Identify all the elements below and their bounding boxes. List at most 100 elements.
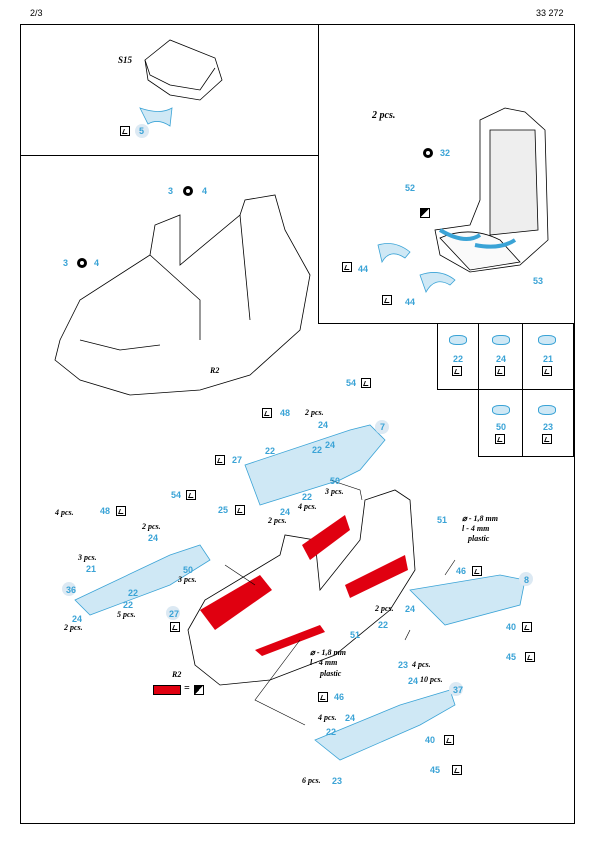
divider-horizontal-top — [20, 155, 318, 156]
bend-symbol — [170, 622, 180, 632]
circle-bg — [449, 682, 463, 696]
part-number: 7 — [380, 422, 386, 432]
leader-lines — [224, 479, 456, 726]
part-number: 22 — [123, 600, 134, 610]
part-number: 22 — [312, 445, 323, 455]
quantity-label: 2 pcs. — [142, 522, 161, 531]
part-number: 50 — [183, 565, 194, 575]
fold-symbol — [77, 258, 87, 268]
part-icon — [492, 335, 510, 345]
seat-belt — [474, 238, 517, 249]
circle-bg — [166, 606, 180, 620]
pe-panel-37 — [314, 689, 456, 761]
part-44-drawing — [377, 243, 411, 264]
grid-part-number: 50 — [496, 422, 507, 432]
grid-part-number: 24 — [496, 354, 507, 364]
bend-symbol — [361, 378, 371, 388]
part-icon — [449, 335, 467, 345]
bend-symbol — [444, 735, 454, 745]
pe-panel-7 — [244, 424, 386, 506]
cockpit-tub-upper — [54, 194, 311, 396]
part-number: 53 — [533, 276, 544, 286]
part-number: 23 — [332, 776, 343, 786]
part-number: 45 — [430, 765, 441, 775]
part-number: 24 — [325, 440, 336, 450]
quantity-label: 3 pcs. — [78, 553, 97, 562]
part-number: 22 — [302, 492, 313, 502]
bend-symbol — [522, 622, 532, 632]
bend-symbol — [120, 126, 130, 136]
legend-label: R2 — [172, 670, 182, 679]
bend-symbol — [318, 692, 328, 702]
part-number: 3 — [168, 186, 174, 196]
quantity-label: 2 pcs. — [64, 623, 83, 632]
divider-vertical — [318, 24, 319, 324]
wire-diameter: ⌀ - 1,8 mm — [462, 514, 498, 523]
wire-diameter: ⌀ - 1,8 mm — [310, 648, 346, 657]
s15-part — [144, 39, 223, 101]
quantity-label: 2 pcs. — [372, 110, 396, 121]
part-icon — [538, 405, 556, 415]
part-number: 22 — [265, 446, 276, 456]
grid-line — [522, 323, 523, 457]
bend-symbol — [495, 366, 505, 376]
part-number: 51 — [437, 515, 448, 525]
ejection-seat — [434, 107, 549, 273]
circle-bg — [135, 124, 149, 138]
part-number: 45 — [506, 652, 517, 662]
part-number: 21 — [86, 564, 97, 574]
part-number: 8 — [524, 575, 530, 585]
quantity-label: 2 pcs. — [268, 516, 287, 525]
quantity-label: 10 pcs. — [420, 675, 443, 684]
quantity-label: 2 pcs. — [305, 408, 324, 417]
seat-belt — [438, 228, 482, 241]
pe-panel-8 — [409, 574, 526, 626]
bend-symbol — [235, 505, 245, 515]
quantity-label: 4 pcs. — [412, 660, 431, 669]
part-number: 54 — [346, 378, 357, 388]
part-number: 4 — [94, 258, 100, 268]
part-44-drawing — [419, 272, 456, 293]
part-number: 22 — [128, 588, 139, 598]
quantity-label: 2 pcs. — [375, 604, 394, 613]
part-number: 5 — [139, 126, 145, 136]
part-label-r2: R2 — [210, 366, 220, 375]
wire-material: plastic — [320, 669, 342, 678]
legend-equals: = — [184, 683, 190, 694]
part-number: 24 — [148, 533, 159, 543]
bend-symbol — [495, 434, 505, 444]
part-5-drawing — [139, 107, 173, 127]
part-number: 24 — [405, 604, 416, 614]
bend-symbol — [542, 434, 552, 444]
part-number: 22 — [326, 727, 337, 737]
parts-grid-row2 — [478, 389, 574, 457]
quantity-label: 4 pcs. — [55, 508, 74, 517]
part-number: 40 — [506, 622, 517, 632]
wire-length: l - 4 mm — [462, 524, 490, 533]
part-number: 50 — [330, 476, 341, 486]
quantity-label: 3 pcs. — [178, 575, 197, 584]
part-number: 52 — [405, 183, 416, 193]
grid-part-number: 21 — [543, 354, 554, 364]
part-number: 24 — [72, 614, 83, 624]
bend-symbol — [116, 506, 126, 516]
part-number: 24 — [345, 713, 356, 723]
bend-symbol — [542, 366, 552, 376]
part-number: 3 — [63, 258, 69, 268]
part-number: 24 — [318, 420, 329, 430]
quantity-label: 6 pcs. — [302, 776, 321, 785]
part-number: 51 — [350, 630, 361, 640]
wire-length: l - 4 mm — [310, 658, 338, 667]
circle-bg — [62, 582, 76, 596]
legend-red-swatch — [153, 685, 181, 695]
circle-bg — [519, 572, 533, 586]
fold-symbol — [183, 186, 193, 196]
part-label-s15: S15 — [118, 55, 133, 65]
part-number: 44 — [358, 264, 369, 274]
circle-bg — [375, 420, 389, 434]
grid-part-number: 22 — [453, 354, 464, 364]
part-number: 48 — [100, 506, 111, 516]
part-number: 27 — [169, 609, 180, 619]
